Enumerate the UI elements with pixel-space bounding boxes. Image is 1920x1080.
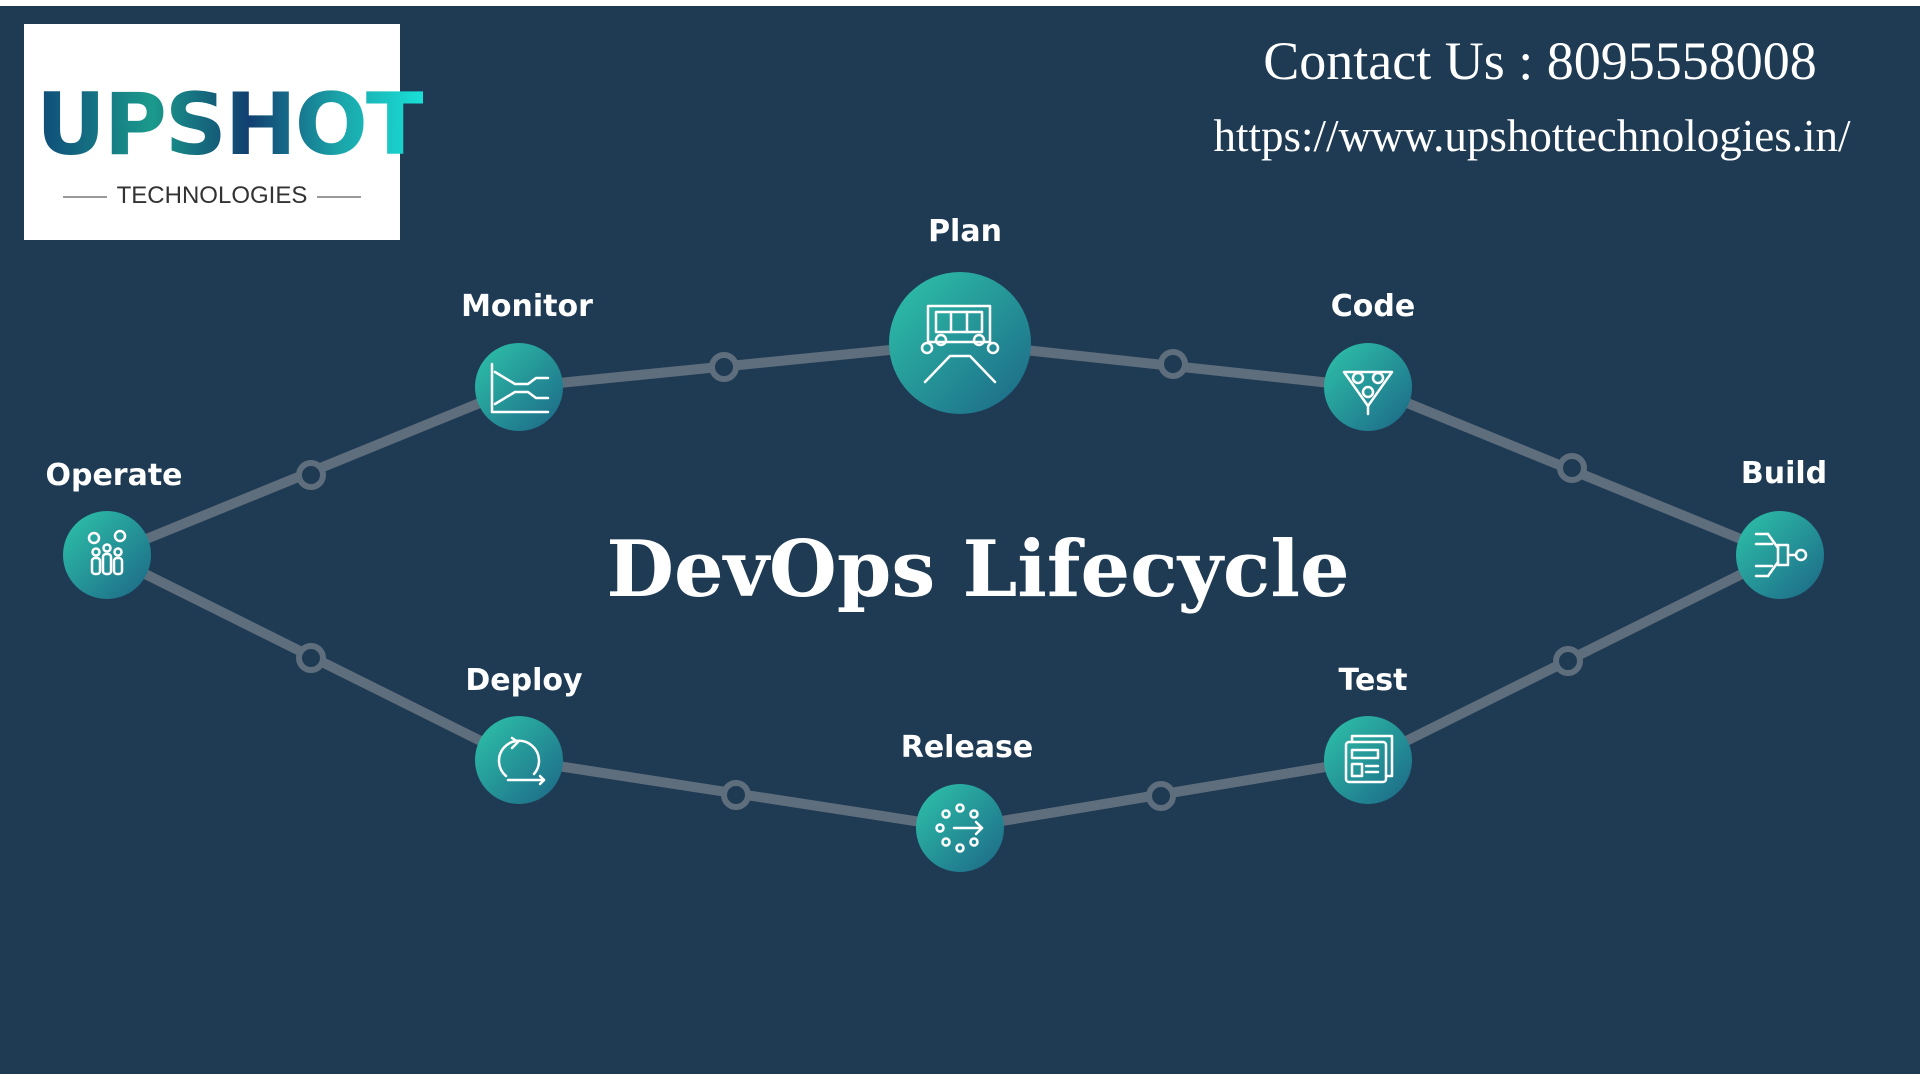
stage-label-plan: Plan <box>928 214 1002 249</box>
release-cycle-icon <box>935 803 984 853</box>
stage-code: Code <box>1324 289 1415 431</box>
stage-operate: Operate <box>45 458 183 599</box>
team-operate-icon <box>87 529 127 576</box>
waypoint <box>1146 781 1176 811</box>
meeting-board-icon <box>920 304 1000 384</box>
contact-phone: Contact Us : 8095558008 <box>1263 31 1817 91</box>
chart-monitor-icon <box>490 362 550 414</box>
waypoint <box>1158 349 1188 379</box>
waypoint <box>1557 453 1587 483</box>
deploy-refresh-icon <box>497 736 546 786</box>
stage-label-build: Build <box>1741 456 1827 491</box>
diagram-title: DevOps Lifecycle <box>606 524 1349 615</box>
stage-label-monitor: Monitor <box>461 289 593 324</box>
build-pipeline-icon <box>1754 532 1808 578</box>
waypoint <box>709 352 739 382</box>
logo-wordmark: UPSHOT <box>36 75 425 175</box>
stage-label-test: Test <box>1338 663 1407 698</box>
test-document-icon <box>1344 734 1394 784</box>
logo-tagline: TECHNOLOGIES <box>24 182 400 210</box>
path-waypoints <box>296 349 1587 811</box>
waypoint <box>1553 646 1583 676</box>
waypoint <box>296 643 326 673</box>
stage-build: Build <box>1736 456 1827 599</box>
code-funnel-icon <box>1342 370 1394 416</box>
stage-release: Release <box>901 730 1034 872</box>
company-logo: UPSHOT TECHNOLOGIES <box>24 24 425 240</box>
website-link[interactable]: https://www.upshottechnologies.in/ <box>1213 111 1851 161</box>
stage-label-deploy: Deploy <box>465 663 583 698</box>
stage-deploy: Deploy <box>465 663 583 804</box>
waypoint <box>296 460 326 490</box>
stage-plan: Plan <box>889 214 1031 414</box>
stage-label-operate: Operate <box>45 458 182 493</box>
stage-test: Test <box>1324 663 1412 804</box>
stage-monitor: Monitor <box>461 289 593 431</box>
waypoint <box>721 780 751 810</box>
stage-label-code: Code <box>1331 289 1415 324</box>
stage-label-release: Release <box>901 730 1034 765</box>
